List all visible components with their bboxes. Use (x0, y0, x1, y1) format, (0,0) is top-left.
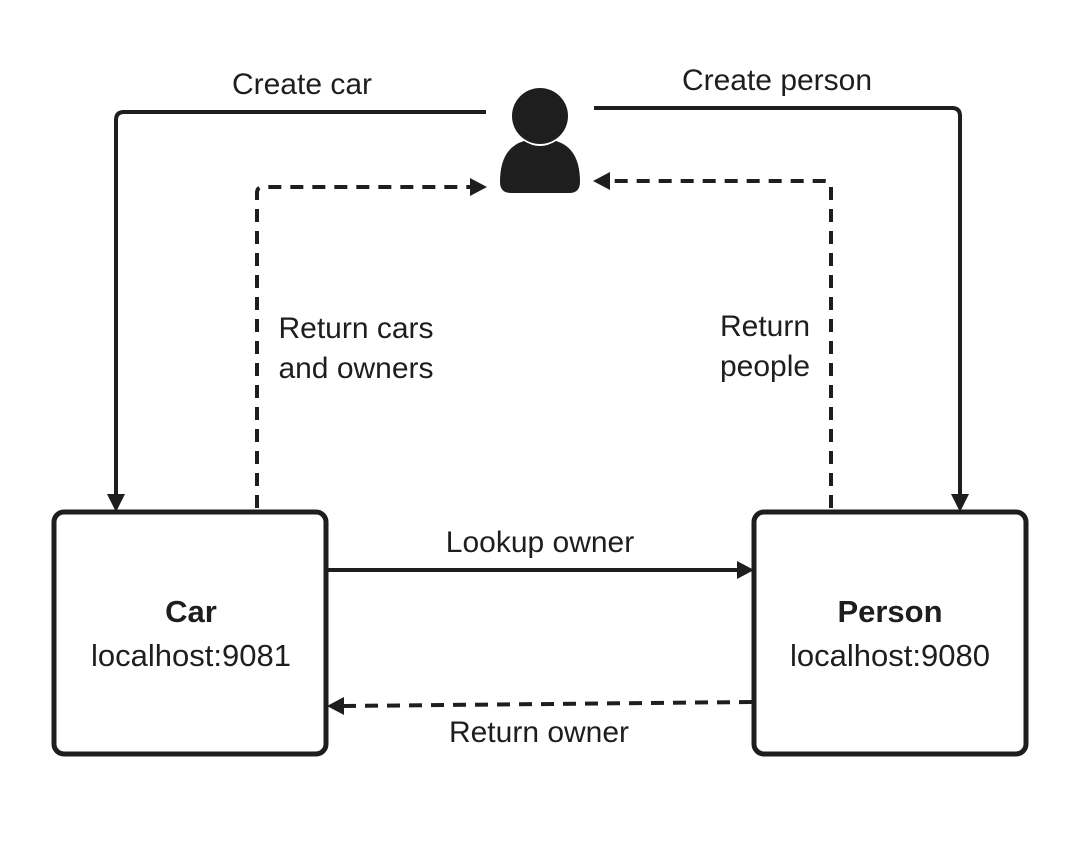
car-node-box (51, 509, 329, 757)
return-people-connector (593, 172, 833, 508)
return-cars-label-line1: Return cars (278, 312, 433, 345)
return-owner-connector (327, 697, 753, 715)
create-car-connector (107, 110, 486, 512)
create-car-arrowhead (107, 494, 125, 512)
return-people-label-line2: people (720, 350, 810, 383)
create-person-label: Create person (682, 64, 872, 97)
return-cars-arrowhead (470, 178, 487, 196)
user-icon (500, 88, 580, 193)
lookup-owner-label: Lookup owner (446, 526, 634, 559)
lookup-owner-connector (327, 561, 754, 579)
car-node-title: Car (165, 594, 217, 629)
create-car-label: Create car (232, 68, 372, 101)
person-node-title: Person (837, 594, 942, 629)
create-person-connector (594, 106, 969, 512)
person-node-box (751, 509, 1029, 757)
return-cars-connector (255, 178, 487, 508)
create-person-arrowhead (951, 494, 969, 512)
car-node: Car localhost:9081 (51, 509, 329, 757)
car-node-address: localhost:9081 (91, 638, 291, 673)
return-cars-label-line2: and owners (278, 352, 433, 385)
return-people-label-line1: Return (720, 310, 810, 343)
person-node-address: localhost:9080 (790, 638, 990, 673)
person-node: Person localhost:9080 (751, 509, 1029, 757)
return-people-arrowhead (593, 172, 610, 190)
return-owner-arrowhead (327, 697, 344, 715)
return-owner-label: Return owner (449, 716, 629, 749)
lookup-owner-arrowhead (737, 561, 754, 579)
